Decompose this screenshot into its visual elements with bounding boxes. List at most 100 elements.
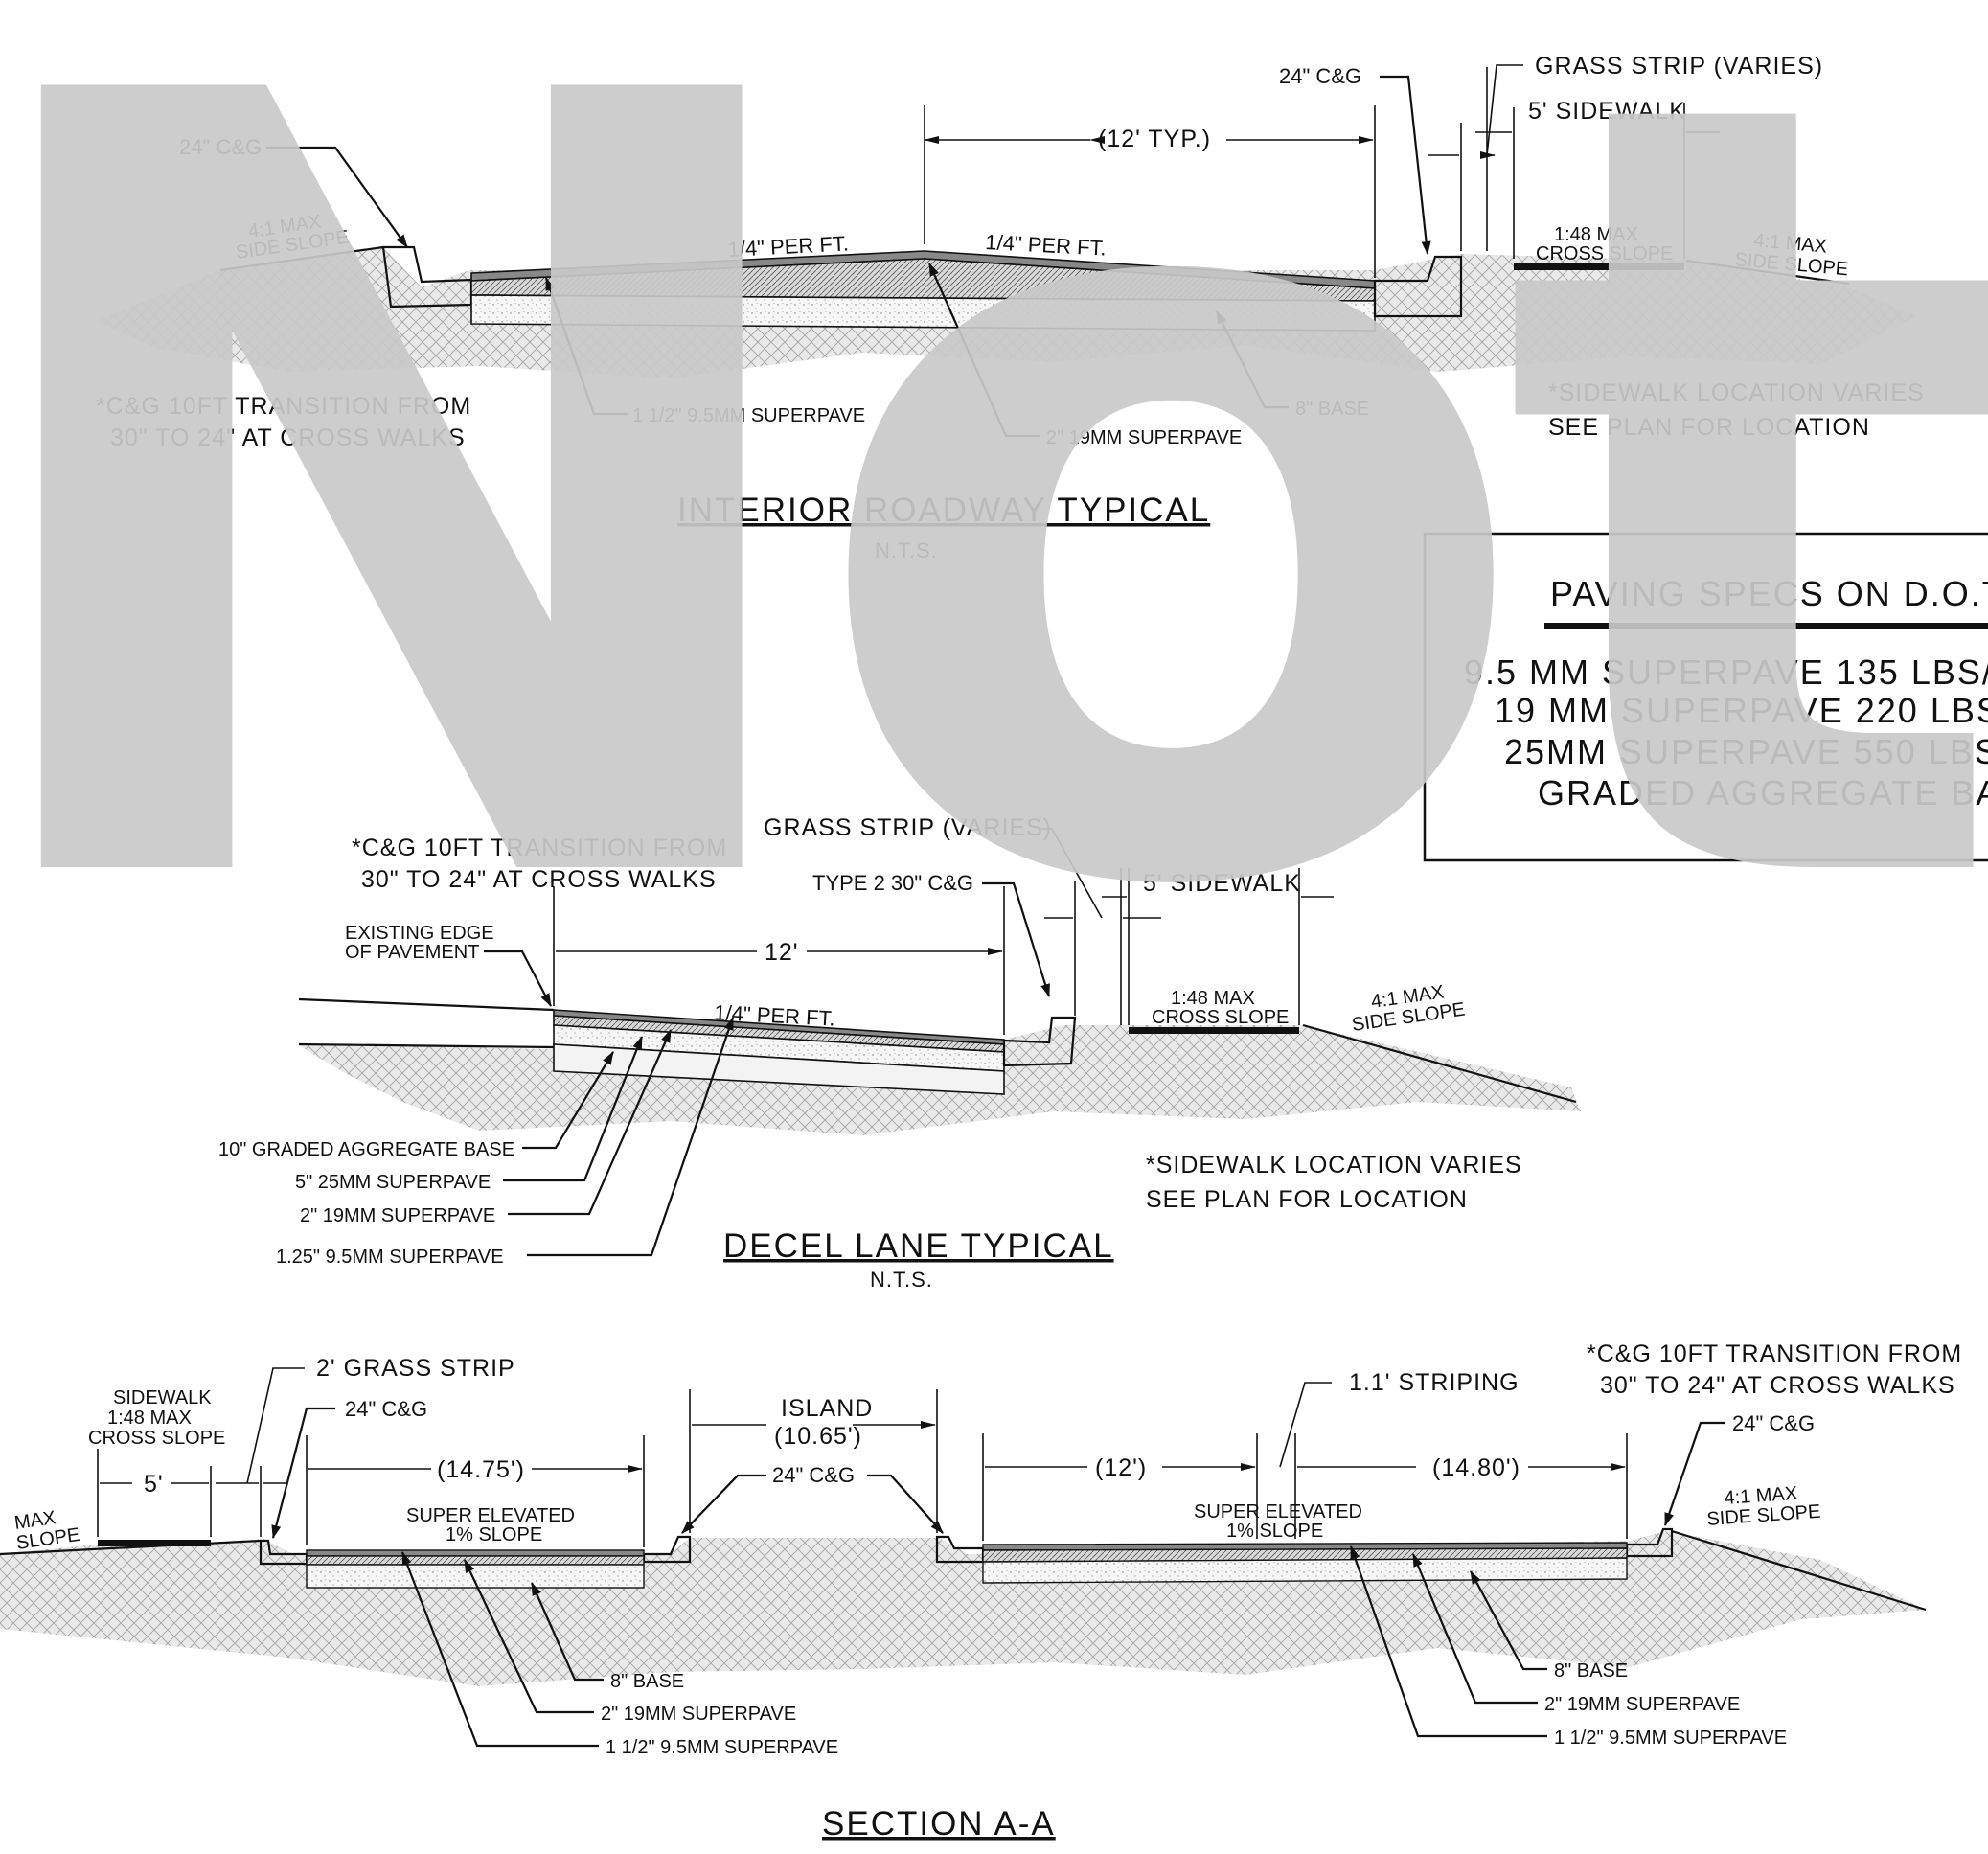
interior-intermediate-leader xyxy=(927,263,1040,438)
interior-grass-leader xyxy=(1486,64,1523,156)
decel-note-cg-1: *C&G 10FT TRANSITION FROM xyxy=(352,835,727,861)
decel-note-sidewalk-2: SEE PLAN FOR LOCATION xyxy=(1146,1186,1468,1213)
section-grass-leader xyxy=(246,1367,305,1484)
section-right-95mm-leader xyxy=(1349,1545,1547,1738)
section-super-left-1: SUPER ELEVATED xyxy=(406,1505,575,1526)
section-sidewalk-note-1: SIDEWALK xyxy=(113,1387,212,1408)
decel-cg-label: TYPE 2 30" C&G xyxy=(812,871,973,895)
section-title: SECTION A-A xyxy=(822,1805,1056,1843)
section-cg-island-leader-right xyxy=(867,1474,944,1534)
section-stripe-leader xyxy=(1279,1382,1332,1468)
decel-base-leader xyxy=(522,1051,614,1150)
section-sidewalk-note-2: 1:48 MAX xyxy=(107,1408,192,1429)
section-grass-label: 2' GRASS STRIP xyxy=(316,1355,515,1382)
specs-heading-rule xyxy=(1544,623,1988,629)
section-sw-dim-label: 5' xyxy=(144,1471,164,1498)
interior-note-sidewalk-2: SEE PLAN FOR LOCATION xyxy=(1548,414,1870,441)
decel-existing-pavement-bottom xyxy=(298,1042,555,1049)
section-cg-island-leader-left xyxy=(681,1474,766,1534)
section-cg-left-label: 24" C&G xyxy=(345,1397,427,1421)
section-cg-right-label: 24" C&G xyxy=(1732,1411,1815,1435)
section-left-95mm-leader xyxy=(400,1551,599,1748)
specs-line-1: 9.5 MM SUPERPAVE 135 LBS/ xyxy=(1464,652,1988,692)
decel-lane-section: 12' *C&G 10FT TRANSITION FROM 30" TO 24"… xyxy=(218,814,1581,1292)
interior-sidewalk-label: 5' SIDEWALK xyxy=(1528,98,1686,125)
interior-grass-label: GRASS STRIP (VARIES) xyxy=(1535,53,1823,80)
decel-base-label: 10" GRADED AGGREGATE BASE xyxy=(218,1139,514,1160)
section-right-base-label: 8" BASE xyxy=(1554,1660,1628,1682)
interior-ground-line-left xyxy=(219,245,384,272)
section-left-95mm-label: 1 1/2" 9.5MM SUPERPAVE xyxy=(606,1737,838,1758)
decel-title: DECEL LANE TYPICAL xyxy=(723,1227,1114,1265)
interior-cross-slope-label-1: 1:48 MAX xyxy=(1554,224,1638,245)
decel-sidewalk xyxy=(1129,1027,1299,1034)
interior-ground-line-right xyxy=(1685,259,1850,286)
decel-note-sidewalk-1: *SIDEWALK LOCATION VARIES xyxy=(1146,1152,1522,1179)
decel-ground-right xyxy=(1302,1023,1577,1104)
decel-grass-leader xyxy=(1040,828,1103,919)
interior-base-course xyxy=(470,294,1376,332)
section-left-19mm-label: 2" 19MM SUPERPAVE xyxy=(601,1704,796,1725)
section-right-19mm-label: 2" 19MM SUPERPAVE xyxy=(1544,1694,1740,1715)
section-left-19mm-leader xyxy=(464,1559,594,1714)
specs-heading: PAVING SPECS ON D.O.T. xyxy=(1550,574,1988,613)
section-sidewalk xyxy=(98,1540,211,1546)
section-super-right-2: 1% SLOPE xyxy=(1226,1521,1323,1542)
section-super-left-2: 1% SLOPE xyxy=(446,1524,542,1545)
section-left-19mm xyxy=(306,1555,645,1566)
section-left-base-label: 8" BASE xyxy=(610,1671,684,1692)
section-a-a: 2' GRASS STRIP SIDEWALK 1:48 MAX CROSS S… xyxy=(0,1340,1962,1843)
interior-note-sidewalk-1: *SIDEWALK LOCATION VARIES xyxy=(1548,379,1925,406)
section-island-label-1: ISLAND xyxy=(781,1395,873,1422)
decel-edge-leader xyxy=(484,950,552,1007)
section-note-cg-2: 30" TO 24" AT CROSS WALKS xyxy=(1600,1372,1955,1399)
section-side-right-1: 4:1 MAX xyxy=(1724,1483,1798,1509)
decel-lane-dim-label: 12' xyxy=(765,939,799,966)
decel-scale: N.T.S. xyxy=(870,1268,933,1292)
interior-base-label: 8" BASE xyxy=(1295,399,1369,420)
interior-cross-slope-label-2: CROSS SLOPE xyxy=(1536,243,1673,264)
decel-note-cg-2: 30" TO 24" AT CROSS WALKS xyxy=(361,866,717,893)
decel-curb xyxy=(1002,1016,1077,1067)
section-striping-label: 1.1' STRIPING xyxy=(1349,1369,1520,1396)
decel-95mm-leader xyxy=(527,1017,735,1257)
interior-lane-dim-label: (12' TYP.) xyxy=(1098,126,1211,152)
interior-intermediate-label: 2" 19MM SUPERPAVE xyxy=(1046,427,1242,448)
specs-line-4: GRADED AGGREGATE BASE xyxy=(1538,773,1988,813)
decel-cross-slope-label-2: CROSS SLOPE xyxy=(1152,1007,1289,1028)
decel-cross-slope-label-1: 1:48 MAX xyxy=(1171,988,1255,1009)
section-sidewalk-note-3: CROSS SLOPE xyxy=(88,1428,225,1449)
interior-base-leader xyxy=(1216,310,1289,409)
section-right-base xyxy=(982,1557,1628,1584)
decel-grass-label: GRASS STRIP (VARIES) xyxy=(764,814,1052,841)
decel-sidewalk-label: 5' SIDEWALK xyxy=(1143,870,1301,897)
decel-25mm-label: 5" 25MM SUPERPAVE xyxy=(295,1172,491,1193)
interior-cg-right-label: 24" C&G xyxy=(1279,64,1361,88)
section-lane-right-label: (14.80') xyxy=(1432,1454,1520,1481)
decel-edge-label-1: EXISTING EDGE xyxy=(345,923,494,944)
section-right-95mm-label: 1 1/2" 9.5MM SUPERPAVE xyxy=(1554,1728,1787,1749)
section-island-label-2: (10.65') xyxy=(774,1423,862,1450)
interior-sidewalk xyxy=(1514,263,1684,270)
decel-existing-pavement-top xyxy=(298,997,555,1012)
interior-cg-left-label: 24" C&G xyxy=(179,135,262,159)
decel-cg-leader xyxy=(982,881,1051,997)
decel-edge-label-2: OF PAVEMENT xyxy=(345,942,479,963)
section-cg-island-label: 24" C&G xyxy=(772,1463,855,1487)
section-right-base-leader xyxy=(1470,1570,1547,1671)
section-lane-mid-label: (12') xyxy=(1095,1454,1147,1481)
interior-scale: N.T.S. xyxy=(875,538,938,562)
decel-95mm-label: 1.25" 9.5MM SUPERPAVE xyxy=(276,1247,504,1268)
paving-specs-box: PAVING SPECS ON D.O.T. 9.5 MM SUPERPAVE … xyxy=(1423,532,1988,862)
interior-note-cg-1: *C&G 10FT TRANSITION FROM xyxy=(96,393,471,420)
section-super-right-1: SUPER ELEVATED xyxy=(1194,1501,1362,1522)
specs-box-border xyxy=(1423,532,1988,862)
section-note-cg-1: *C&G 10FT TRANSITION FROM xyxy=(1587,1340,1962,1367)
section-lane-left-label: (14.75') xyxy=(437,1456,525,1483)
decel-gab xyxy=(553,1043,1005,1095)
specs-line-3: 25MM SUPERPAVE 550 LBS/ xyxy=(1504,732,1988,771)
watermark-text: Not fo xyxy=(0,0,1988,1121)
section-right-19mm-leader xyxy=(1411,1553,1538,1705)
section-left-surface xyxy=(306,1549,645,1557)
